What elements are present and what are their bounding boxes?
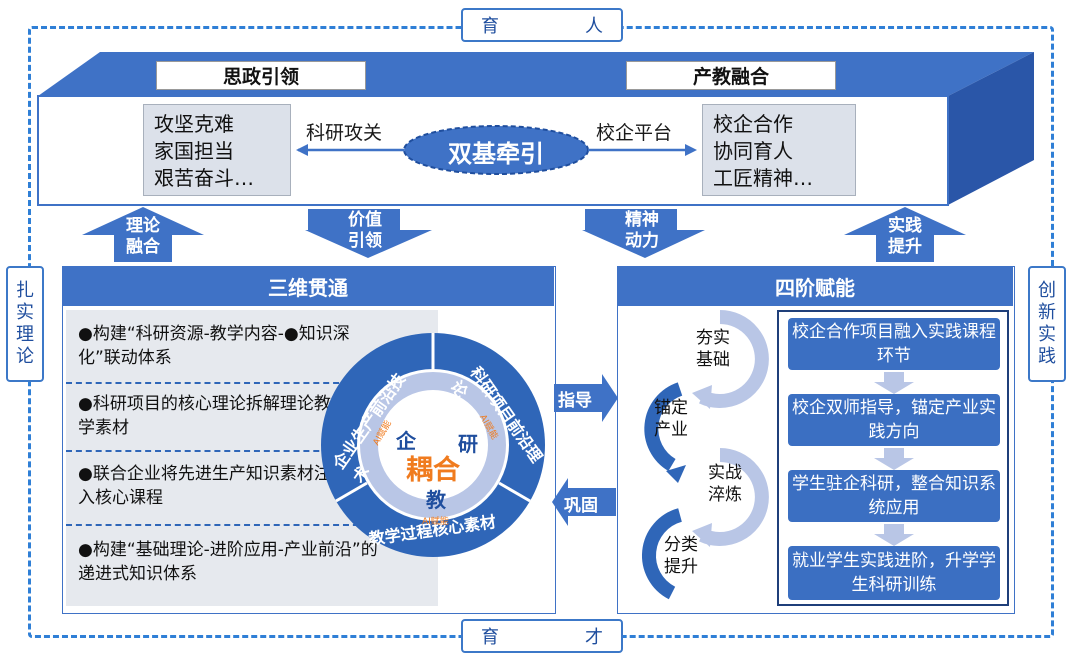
edge-top-right: 人 <box>585 16 603 37</box>
step-item: 学生驻企科研，整合知识系统应用 <box>788 470 1000 522</box>
cycle-hangshi: 夯实基础 <box>696 328 730 370</box>
divider <box>66 524 438 526</box>
left-value-list: 攻坚克难 家国担当 艰苦奋斗… <box>143 104 291 196</box>
coupling-circle <box>321 333 545 557</box>
right-value-item: 工匠精神… <box>713 166 813 190</box>
right-panel-title: 四阶赋能 <box>617 266 1013 306</box>
left-value-item: 家国担当 <box>154 139 234 163</box>
inner-yan: 研 <box>458 432 478 456</box>
link-keyan: 科研攻关 <box>306 122 383 144</box>
small-ai-3: AI赋能 <box>422 517 449 527</box>
arrow-lilun: 理论融合 <box>126 216 160 257</box>
steps-frame <box>777 310 1009 606</box>
cycle-fenlei: 分类提升 <box>664 535 698 577</box>
step-item: 就业学生实践进阶，升学学生科研训练 <box>788 546 1000 600</box>
edge-bottom-left: 育 <box>481 627 499 648</box>
left-value-item: 艰苦奋斗… <box>154 166 254 190</box>
edge-bottom-right: 才 <box>585 627 603 648</box>
cycle-arrows <box>642 310 769 600</box>
right-value-item: 校企合作 <box>713 112 793 136</box>
edge-right-label: 创新实践 <box>1028 266 1066 382</box>
arrow-shijian: 实践提升 <box>888 216 922 257</box>
list-item: ●构建“基础理论-进阶应用-产业前沿”的递进式知识体系 <box>78 540 378 584</box>
header-chanjiao: 产教融合 <box>626 61 836 90</box>
arrow-jiazhi: 价值引领 <box>348 210 382 251</box>
guide-label: 指导 <box>558 391 592 411</box>
inner-qi: 企 <box>396 429 416 453</box>
cycle-shizhan: 实战淬炼 <box>708 463 742 505</box>
list-item: ●联合企业将先进生产知识素材注入核心课程 <box>78 464 331 508</box>
center-ouhe: 耦合 <box>406 455 460 486</box>
link-xiaoqi: 校企平台 <box>596 122 673 144</box>
edge-bottom-label: 育 才 <box>461 619 623 653</box>
left-value-item: 攻坚克难 <box>154 112 234 136</box>
edge-top-left: 育 <box>481 16 499 37</box>
center-shuangji: 双基牵引 <box>448 140 544 168</box>
consolidate-label: 巩固 <box>564 496 598 516</box>
right-value-item: 协同育人 <box>713 139 793 163</box>
edge-top-label: 育 人 <box>461 8 623 42</box>
arrow-jingshen: 精神动力 <box>625 210 659 251</box>
list-item: ●构建“科研资源-教学内容-●知识深化”联动体系 <box>78 324 350 368</box>
middle-arrows <box>552 374 618 526</box>
step-item: 校企合作项目融入实践课程环节 <box>788 318 1000 370</box>
right-value-list: 校企合作 协同育人 工匠精神… <box>702 104 856 196</box>
step-item: 校企双师指导，锚定产业实践方向 <box>788 394 1000 446</box>
edge-left-label: 扎实理论 <box>6 266 44 382</box>
divider <box>66 450 438 452</box>
step-arrows <box>874 372 914 546</box>
cycle-maoding: 锚定产业 <box>654 398 688 440</box>
divider <box>66 382 438 384</box>
header-sizheng: 思政引领 <box>156 61 366 90</box>
left-panel-title: 三维贯通 <box>62 266 554 306</box>
list-item: ●科研项目的核心理论拆解理论教学素材 <box>78 394 331 438</box>
inner-jiao: 教 <box>426 488 446 512</box>
